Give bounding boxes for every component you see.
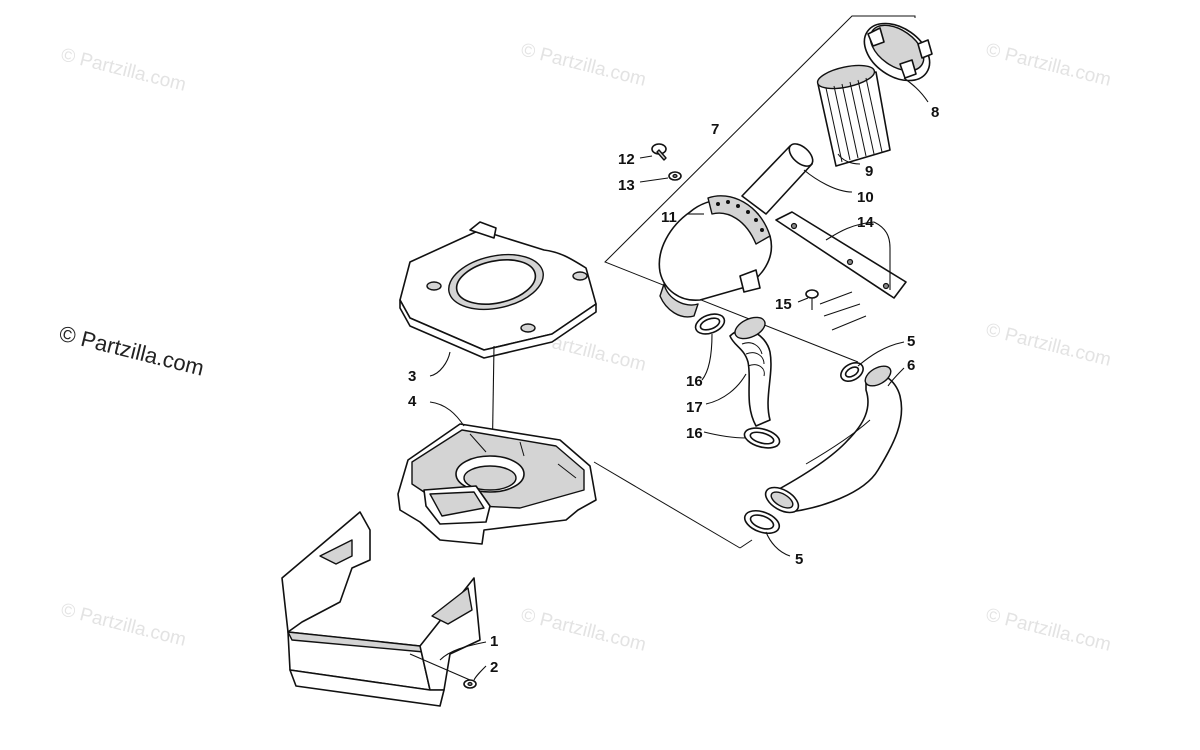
watermark: © Partzilla.com bbox=[984, 39, 1113, 90]
part-11-air-box bbox=[658, 195, 773, 318]
part-15-guide-lines bbox=[819, 291, 867, 331]
part-16-clamp-upper bbox=[694, 313, 726, 335]
part-14-bracket bbox=[775, 211, 907, 299]
callout-11: 11 bbox=[661, 209, 677, 226]
main-watermark: © Partzilla.com bbox=[57, 321, 207, 381]
watermark: © Partzilla.com bbox=[519, 39, 648, 90]
part-10-inner-tube bbox=[741, 143, 814, 215]
part-1-heat-shield bbox=[281, 511, 481, 707]
callout-5a: 5 bbox=[907, 333, 915, 350]
callout-12: 12 bbox=[618, 151, 635, 168]
part-15-screw bbox=[805, 289, 819, 310]
callout-7: 7 bbox=[711, 121, 719, 138]
watermark: © Partzilla.com bbox=[519, 604, 648, 655]
callout-numbers: 1 2 3 4 5 5 6 7 8 9 10 11 12 13 14 15 16… bbox=[408, 104, 939, 676]
callout-16a: 16 bbox=[686, 373, 703, 390]
part-5-clamp-lower bbox=[743, 509, 781, 535]
part-3-cover-plate bbox=[399, 221, 597, 359]
part-5-clamp-upper bbox=[840, 362, 864, 382]
watermark: © Partzilla.com bbox=[59, 599, 188, 650]
part-4-lower-tray bbox=[397, 423, 597, 545]
callout-15: 15 bbox=[775, 296, 792, 313]
callout-2: 2 bbox=[490, 659, 498, 676]
callout-14: 14 bbox=[857, 214, 874, 231]
watermark: © Partzilla.com bbox=[984, 319, 1113, 370]
callout-4: 4 bbox=[408, 393, 417, 410]
part-13-washer bbox=[668, 171, 682, 181]
callout-5b: 5 bbox=[795, 551, 803, 568]
part-9-filter-element bbox=[816, 64, 891, 167]
callout-10: 10 bbox=[857, 189, 874, 206]
part-8-filter-cover bbox=[863, 22, 933, 82]
part-6-intake-duct bbox=[764, 365, 903, 514]
callout-9: 9 bbox=[865, 163, 873, 180]
callout-1: 1 bbox=[490, 633, 498, 650]
callout-3: 3 bbox=[408, 368, 416, 385]
part-12-screw bbox=[651, 143, 667, 161]
part-2-screw bbox=[463, 679, 477, 689]
part-17-elbow-hose bbox=[729, 316, 772, 427]
callout-13: 13 bbox=[618, 177, 635, 194]
leader-lines bbox=[409, 77, 929, 681]
callout-8: 8 bbox=[931, 104, 939, 121]
watermark: © Partzilla.com bbox=[59, 44, 188, 95]
part-16-clamp-lower bbox=[743, 427, 781, 449]
watermark: © Partzilla.com bbox=[984, 604, 1113, 655]
callout-6: 6 bbox=[907, 357, 915, 374]
callout-16b: 16 bbox=[686, 425, 703, 442]
callout-17: 17 bbox=[686, 399, 703, 416]
watermark-layer: © Partzilla.com © Partzilla.com © Partzi… bbox=[59, 39, 1113, 655]
